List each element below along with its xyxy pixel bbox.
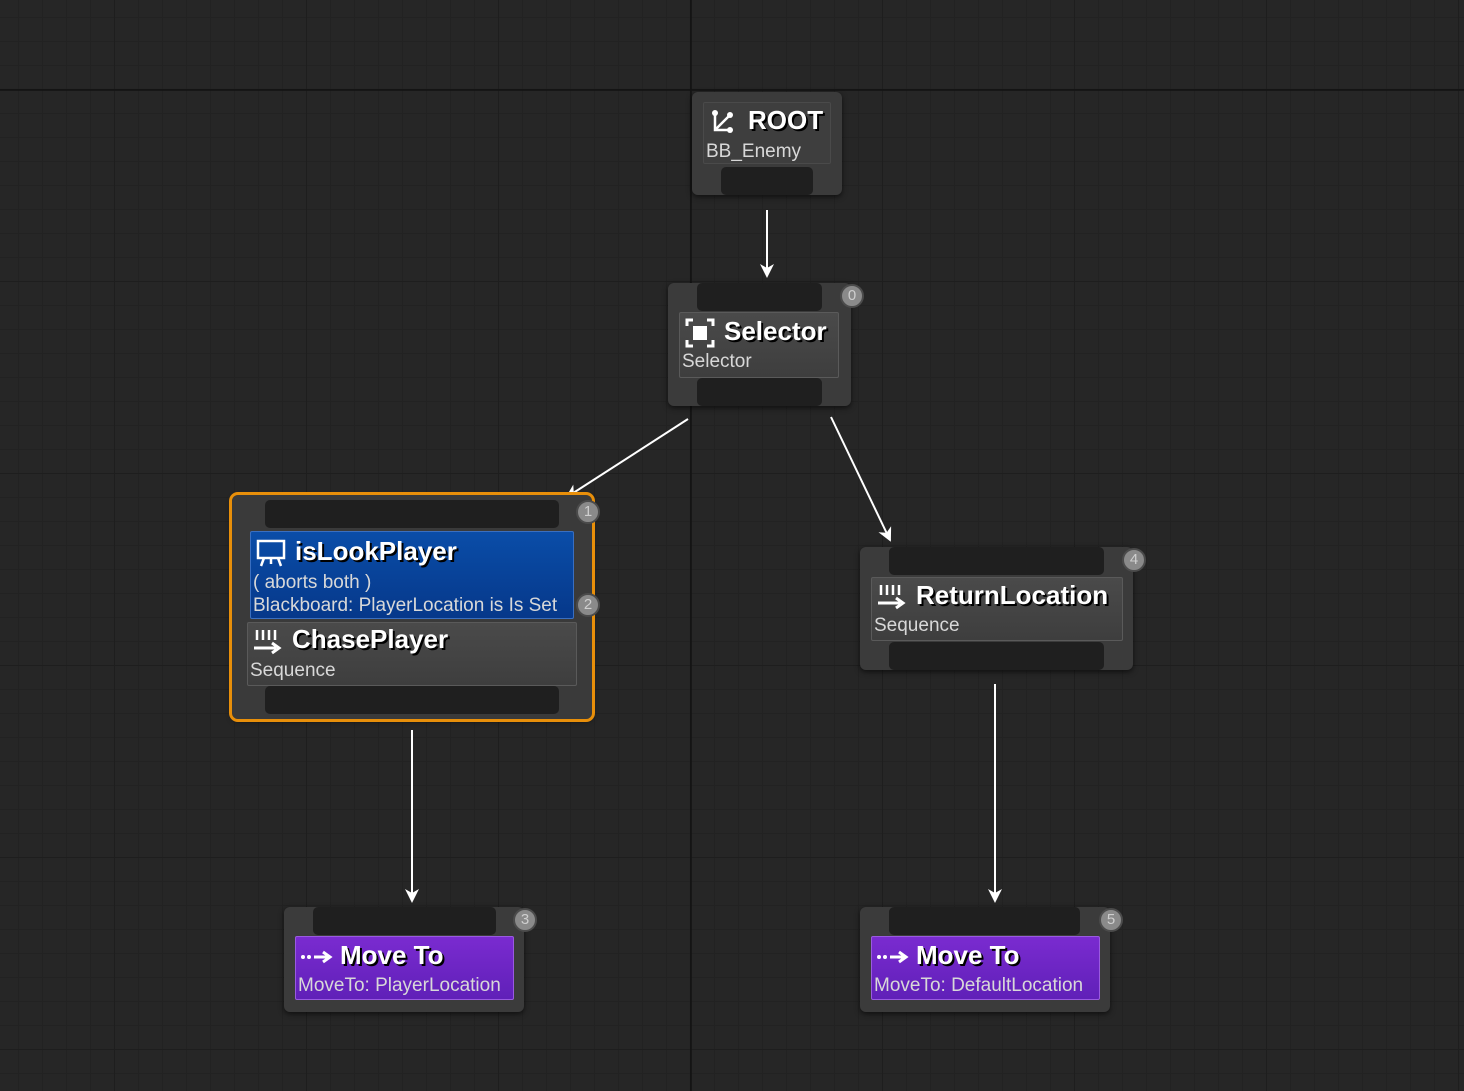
islookplayer-decorator[interactable]: isLookPlayer ( aborts both ) Blackboard:…: [250, 531, 574, 619]
root-title: ROOT: [748, 105, 824, 135]
returnlocation-input-pin[interactable]: [889, 547, 1104, 575]
selector-icon: [685, 318, 715, 348]
move-to-icon: [877, 950, 909, 964]
move-to-icon: [301, 950, 333, 964]
sequence-icon: [254, 630, 282, 655]
chaseplayer-input-pin[interactable]: [265, 500, 559, 528]
islookplayer-condition: Blackboard: PlayerLocation is Is Set: [253, 595, 558, 616]
islookplayer-index-badge: 2: [576, 593, 600, 617]
moveto-default-title: Move To: [916, 940, 1020, 970]
selector-subtitle: Selector: [682, 351, 752, 372]
selector-node[interactable]: Selector Selector 0: [668, 283, 864, 406]
selector-title: Selector: [724, 316, 827, 346]
moveto-player-node[interactable]: 3 Move To MoveTo: PlayerLocation: [284, 907, 537, 1012]
moveto-player-title: Move To: [340, 940, 444, 970]
returnlocation-title: ReturnLocation: [916, 580, 1109, 610]
moveto-player-input-pin[interactable]: [313, 907, 496, 935]
root-output-pin[interactable]: [721, 167, 813, 195]
moveto-player-subtitle: MoveTo: PlayerLocation: [298, 975, 501, 996]
moveto-default-input-pin[interactable]: [889, 907, 1080, 935]
wire-selector-returnlocation: [830, 416, 892, 542]
islookplayer-abort-text: ( aborts both ): [253, 572, 372, 593]
moveto-player-body: [295, 936, 514, 1000]
islookplayer-title: isLookPlayer: [295, 536, 457, 566]
chaseplayer-body: [247, 622, 577, 686]
chaseplayer-output-pin[interactable]: [265, 686, 559, 714]
selector-output-pin[interactable]: [697, 378, 822, 406]
chaseplayer-node[interactable]: 1 isLookPlayer ( aborts both ) Blackboar…: [229, 492, 600, 722]
chaseplayer-index-badge: 1: [576, 500, 600, 524]
blackboard-decorator-icon: [256, 539, 286, 567]
moveto-default-node[interactable]: 5 Move To MoveTo: DefaultLocation: [860, 907, 1123, 1012]
returnlocation-index-badge: 4: [1122, 548, 1146, 572]
moveto-default-subtitle: MoveTo: DefaultLocation: [874, 975, 1084, 996]
root-node[interactable]: ROOT BB_Enemy: [692, 92, 842, 195]
root-node-body: [703, 102, 831, 164]
returnlocation-subtitle: Sequence: [874, 615, 960, 636]
chaseplayer-title: ChasePlayer: [292, 624, 449, 654]
moveto-default-index-badge: 5: [1099, 908, 1123, 932]
moveto-player-index-badge: 3: [513, 908, 537, 932]
root-branch-icon: [712, 110, 733, 133]
selector-node-body: [679, 312, 839, 378]
returnlocation-body: [871, 577, 1123, 641]
selector-index-badge: 0: [840, 284, 864, 308]
moveto-default-body: [871, 936, 1100, 1000]
root-subtitle: BB_Enemy: [706, 141, 802, 162]
returnlocation-node[interactable]: 4 ReturnLocation Sequence: [860, 547, 1146, 670]
chaseplayer-subtitle: Sequence: [250, 660, 336, 681]
selector-input-pin[interactable]: [697, 283, 822, 311]
wire-selector-chaseplayer: [565, 418, 689, 499]
sequence-icon: [878, 585, 906, 610]
returnlocation-output-pin[interactable]: [889, 642, 1104, 670]
